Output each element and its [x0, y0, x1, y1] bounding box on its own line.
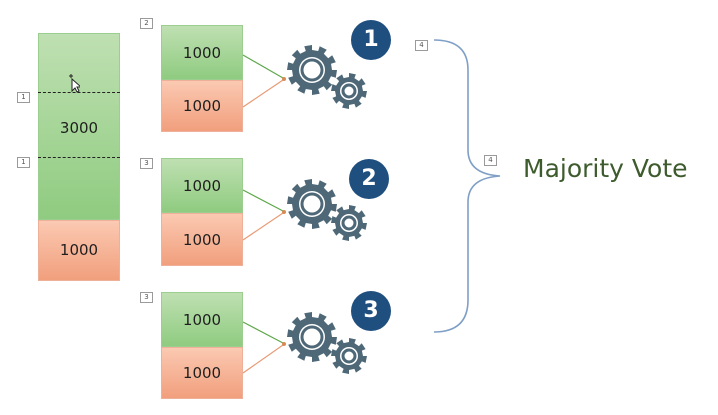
sample-1-minority-label: 1000	[182, 97, 222, 115]
sample-2-majority-block: 1000	[161, 158, 243, 213]
split-line-lower	[38, 157, 120, 158]
sample-3-arrow-tip	[282, 342, 286, 346]
grouping-brace	[433, 39, 501, 333]
sample-1-arrow-tip	[282, 77, 286, 81]
sample-3-tag: 3	[140, 292, 153, 303]
split-tag-lower: 1	[17, 157, 30, 168]
sample-3-majority-arrow	[242, 321, 284, 344]
sample-1-majority-arrow	[242, 54, 284, 79]
sample-2-arrow-tip	[282, 210, 286, 214]
sample-1-minority-arrow	[242, 79, 284, 108]
majority-vote-label: Majority Vote	[523, 154, 688, 183]
sample-3-majority-block: 1000	[161, 292, 243, 347]
sample-1-majority-block: 1000	[161, 25, 243, 80]
sample-2-minority-block: 1000	[161, 213, 243, 266]
model-1-large-gear-icon	[287, 45, 337, 95]
sample-2-majority-arrow	[242, 189, 284, 212]
sample-2-tag: 3	[140, 158, 153, 169]
dataset-majority-label: 3000	[59, 119, 99, 137]
model-1-small-gear-icon	[331, 73, 367, 109]
model-2-large-gear-icon	[287, 179, 337, 229]
sample-3-majority-label: 1000	[182, 311, 222, 329]
sample-1-tag: 2	[140, 18, 153, 29]
brace-tag-top: 4	[415, 40, 428, 51]
sample-3-minority-arrow	[242, 344, 284, 374]
dataset-minority-block: 1000	[38, 220, 120, 281]
brace-tag-middle: 4	[484, 155, 497, 166]
model-3-badge: 3	[351, 291, 391, 331]
sample-3-minority-block: 1000	[161, 347, 243, 399]
sample-2-minority-label: 1000	[182, 231, 222, 249]
model-1-badge: 1	[351, 20, 391, 60]
sample-1-majority-label: 1000	[182, 44, 222, 62]
sample-1-minority-block: 1000	[161, 80, 243, 132]
model-2-badge: 2	[349, 159, 389, 199]
sample-2-majority-label: 1000	[182, 177, 222, 195]
dataset-minority-label: 1000	[59, 241, 99, 259]
model-2-small-gear-icon	[331, 205, 367, 241]
sample-2-minority-arrow	[242, 212, 284, 241]
split-tag-upper: 1	[17, 92, 30, 103]
dataset-majority-block: 3000	[38, 33, 120, 220]
model-3-small-gear-icon	[331, 338, 367, 374]
sample-3-minority-label: 1000	[182, 364, 222, 382]
model-3-large-gear-icon	[287, 312, 337, 362]
split-line-upper	[38, 92, 120, 93]
